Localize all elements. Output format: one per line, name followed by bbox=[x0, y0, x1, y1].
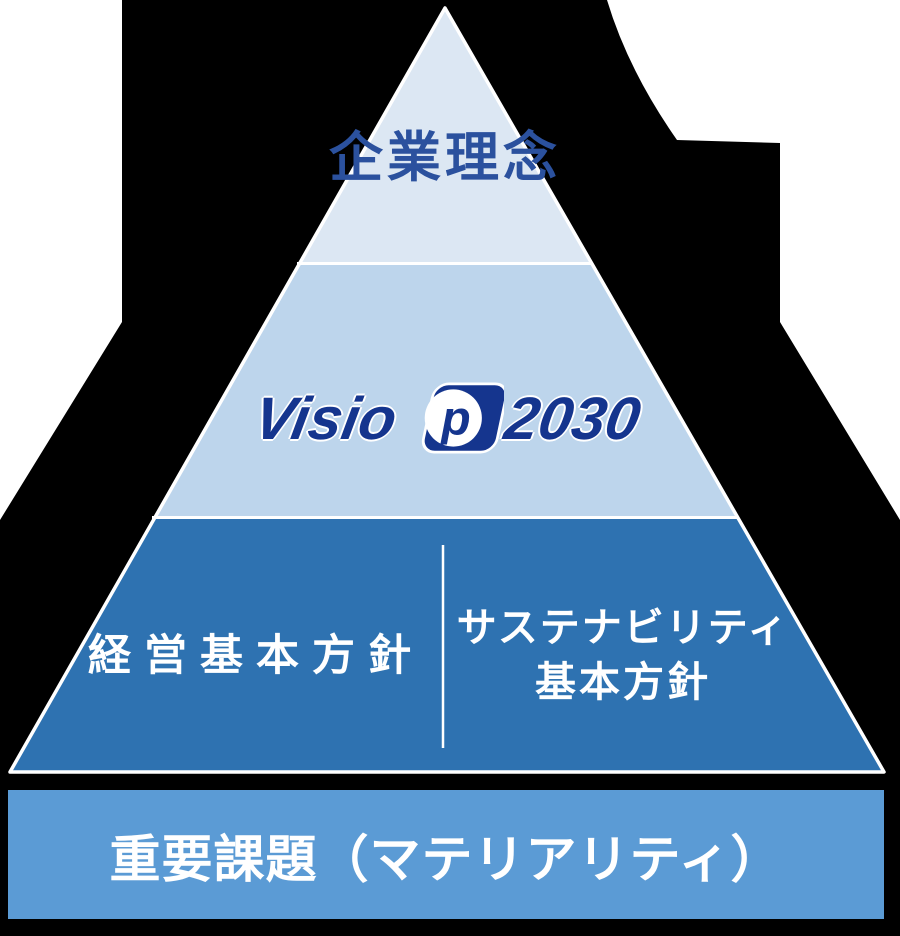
sustainability-label-line2: 基本方針 bbox=[535, 659, 711, 705]
vision-logo-text-suffix: 2030 bbox=[499, 384, 646, 452]
sustainability-basic-policy-label: サステナビリティ 基本方針 bbox=[452, 601, 794, 709]
management-basic-policy-label: 経営基本方針 bbox=[88, 632, 424, 680]
emblem-circle bbox=[424, 389, 482, 447]
pyramid-outline bbox=[8, 6, 886, 774]
vision-logo-emblem-icon: p bbox=[421, 382, 504, 454]
sustainability-label-line1: サステナビリティ bbox=[456, 606, 790, 650]
vision-2030-logo: Visio p 2030 bbox=[150, 372, 744, 464]
vision-logo-text-prefix: Visio bbox=[248, 384, 402, 452]
materiality-bar-shape bbox=[8, 790, 884, 919]
emblem-letter: p bbox=[439, 393, 470, 446]
tier3-shape bbox=[10, 519, 884, 772]
tier1-shape bbox=[299, 8, 591, 262]
corporate-philosophy-label: 企業理念 bbox=[329, 128, 561, 188]
materiality-label: 重要課題（マテリアリティ） bbox=[109, 830, 783, 888]
